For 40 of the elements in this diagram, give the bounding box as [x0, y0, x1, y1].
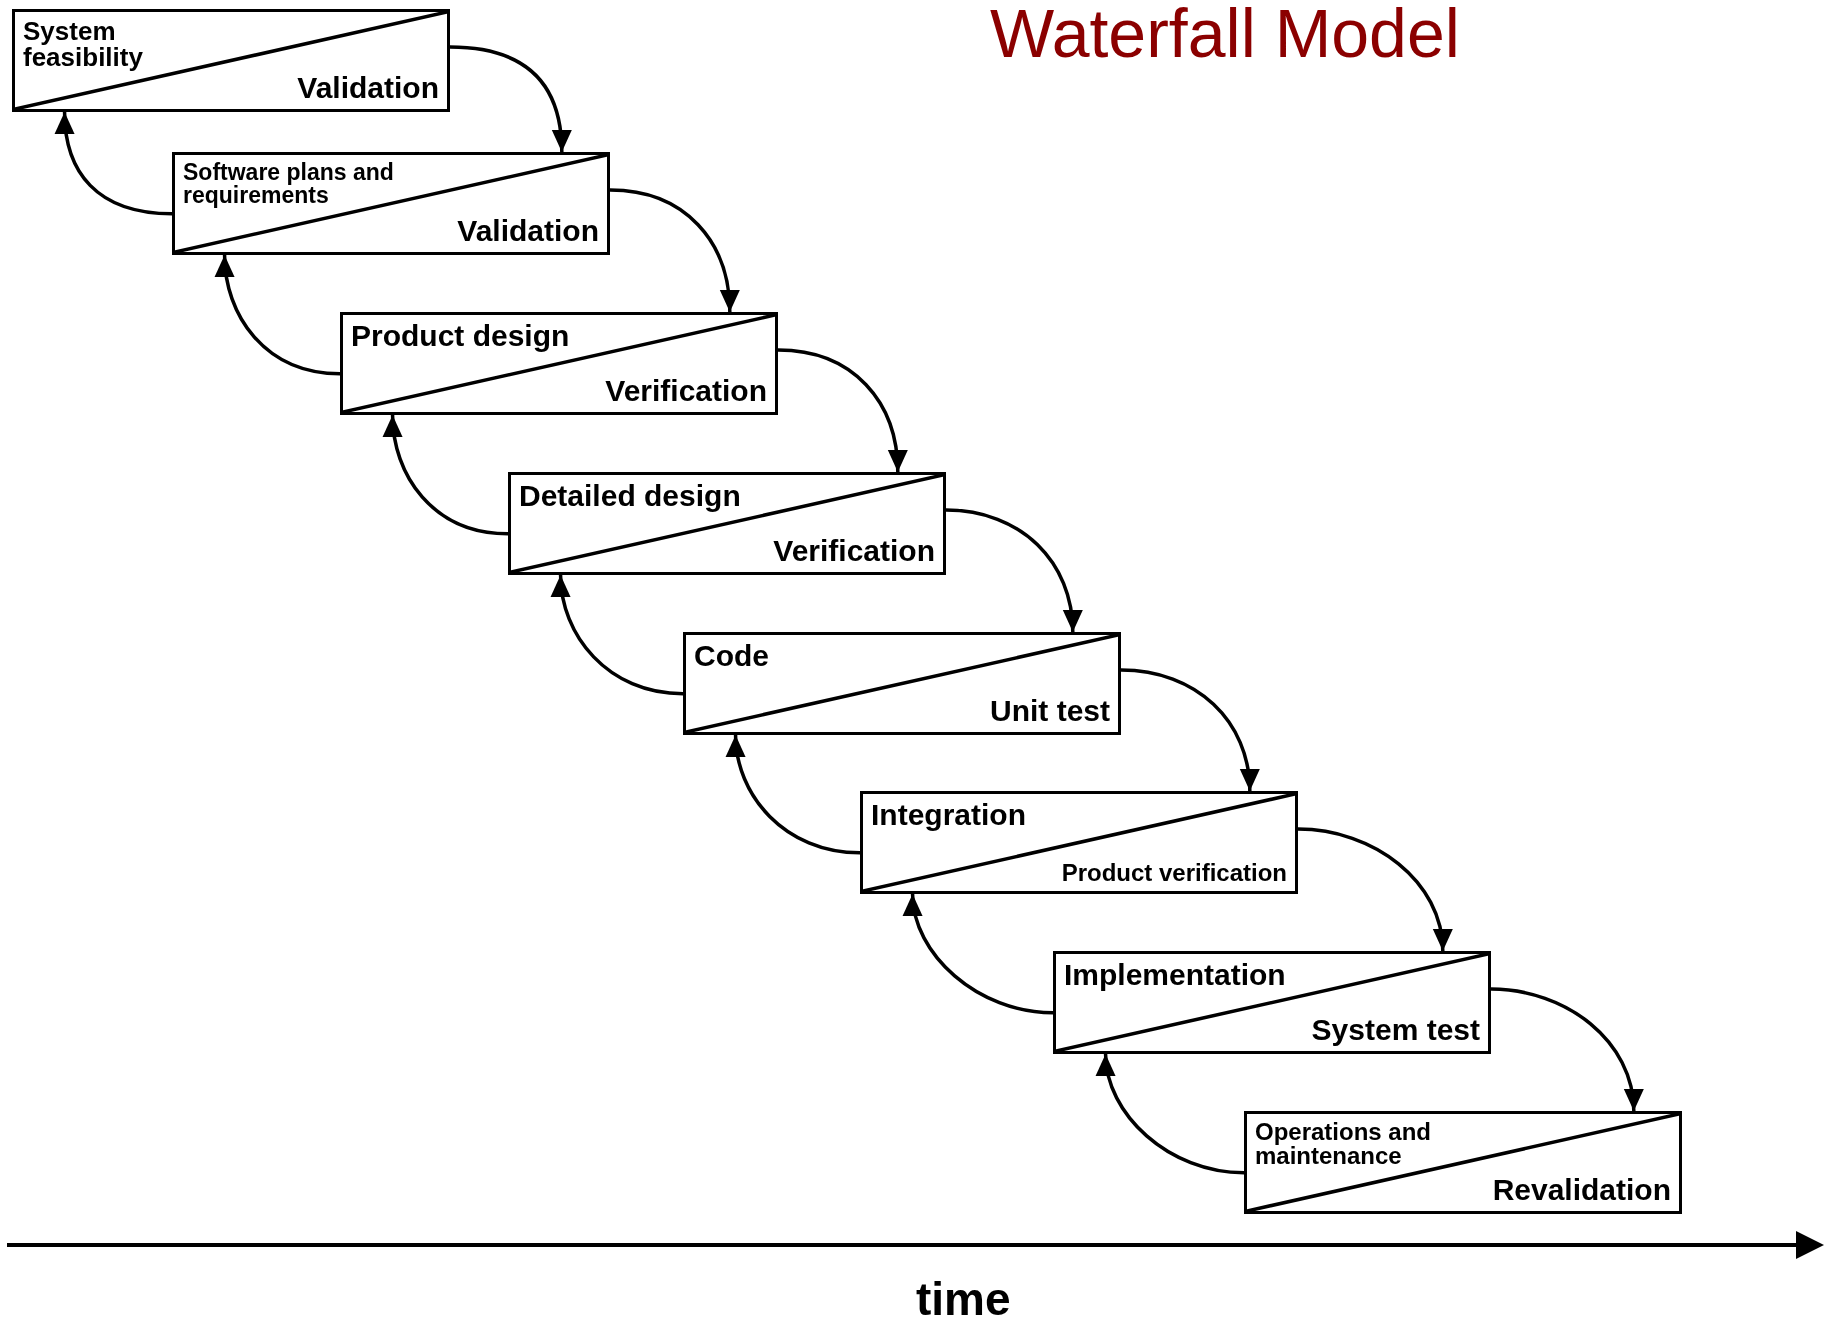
curved-arrow [1097, 1053, 1245, 1175]
phase-label: Detailed design [519, 481, 741, 511]
check-activity-label: Verification [773, 536, 935, 566]
curved-arrow [609, 188, 739, 313]
phase-label: Implementation [1064, 960, 1286, 990]
curved-arrow [1297, 827, 1451, 952]
diagram-title: Waterfall Model [990, 0, 1460, 72]
phase-box [340, 312, 778, 415]
axis-label: time [916, 1272, 1011, 1322]
curved-arrow [215, 254, 341, 376]
phase-box [860, 791, 1298, 894]
phase-box [1053, 951, 1491, 1054]
check-activity-label: Validation [297, 73, 439, 103]
check-activity-label: Revalidation [1492, 1175, 1671, 1205]
curved-arrow [777, 348, 907, 473]
check-activity-label: System test [1311, 1015, 1480, 1045]
curved-arrow [449, 45, 571, 153]
curved-arrow [904, 893, 1054, 1015]
curved-arrow [945, 508, 1082, 633]
phase-box [12, 9, 450, 112]
phase-label: System feasibility [23, 18, 144, 70]
check-activity-label: Validation [457, 216, 599, 246]
phase-box [1244, 1111, 1682, 1214]
phase-label: Integration [871, 800, 1026, 830]
phase-box [172, 152, 610, 255]
curved-arrow [552, 574, 684, 696]
phase-box [508, 472, 946, 575]
curved-arrow [727, 734, 861, 855]
phase-box [683, 632, 1121, 735]
phase-label: Code [694, 641, 769, 671]
curved-arrow [383, 414, 509, 536]
check-activity-label: Product verification [1061, 861, 1287, 885]
phase-label: Software plans and requirements [183, 161, 395, 207]
check-activity-label: Verification [605, 376, 767, 406]
phase-label: Product design [351, 321, 570, 351]
curved-arrow [1490, 987, 1642, 1112]
curved-arrow [55, 111, 173, 216]
phase-label: Operations and maintenance [1255, 1120, 1433, 1168]
check-activity-label: Unit test [990, 696, 1110, 726]
curved-arrow [1120, 668, 1259, 792]
